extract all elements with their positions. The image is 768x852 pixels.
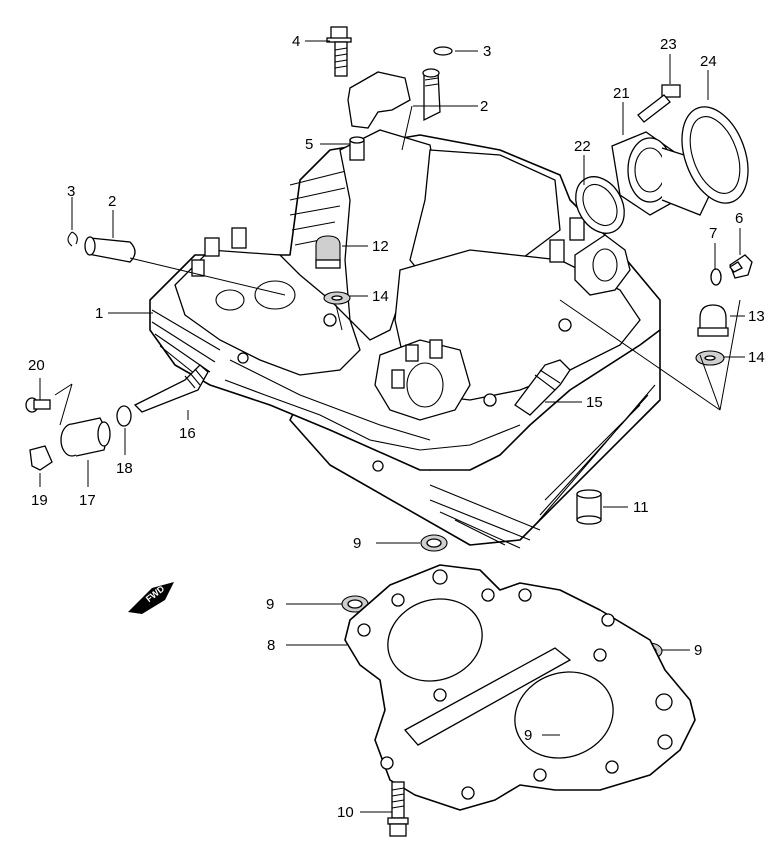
cap-nut-13 [697, 304, 729, 337]
cap-nut-12 [315, 235, 341, 269]
callout-9-c: 9 [694, 642, 702, 659]
callout-5: 5 [305, 136, 313, 153]
callout-14-right: 14 [748, 349, 765, 366]
tach-gear-16 [133, 364, 209, 413]
bolt-4 [326, 26, 352, 77]
screw-20 [25, 397, 51, 413]
callout-17: 17 [79, 492, 96, 509]
callout-10: 10 [337, 804, 354, 821]
clip-3-top [433, 46, 453, 56]
callout-11: 11 [633, 499, 649, 516]
callout-15: 15 [586, 394, 603, 411]
callout-24: 24 [700, 53, 717, 70]
o-ring-18 [116, 405, 132, 427]
callout-22: 22 [574, 138, 591, 155]
plug-19 [29, 445, 53, 471]
callout-8: 8 [267, 637, 275, 654]
callout-2-left: 2 [108, 193, 116, 210]
callout-16: 16 [179, 425, 196, 442]
leader-lines [39, 40, 745, 813]
callout-21: 21 [613, 85, 630, 102]
callout-18: 18 [116, 460, 133, 477]
callout-20: 20 [28, 357, 45, 374]
callout-3-top: 3 [483, 43, 491, 60]
clip-3-left [67, 231, 78, 247]
callout-2-top: 2 [480, 98, 488, 115]
cylinder-head [149, 129, 661, 549]
callout-12: 12 [372, 238, 389, 255]
callout-6: 6 [735, 210, 743, 227]
rocker-bracket [347, 71, 411, 129]
callout-4: 4 [292, 33, 300, 50]
dowel-11 [576, 489, 602, 525]
gasket-22 [575, 176, 625, 234]
valve-guide-2-top [422, 68, 441, 122]
bolt-10 [387, 781, 409, 837]
callout-13: 13 [748, 308, 765, 325]
callout-14-left: 14 [372, 288, 389, 305]
callout-9-b: 9 [266, 596, 274, 613]
callout-19: 19 [31, 492, 48, 509]
dowel-5 [349, 136, 365, 161]
intake-pipe-21 [611, 131, 713, 216]
callout-9-a: 9 [353, 535, 361, 552]
bolt-6 [729, 254, 753, 279]
fwd-direction-arrow: FWD [128, 582, 174, 614]
callout-7: 7 [709, 225, 717, 242]
callout-labels: 1 2 2 3 3 4 5 6 7 8 9 9 9 9 10 11 12 13 … [28, 33, 765, 821]
clamp-24 [681, 106, 749, 204]
screw-23 [637, 84, 681, 123]
head-gasket-8 [344, 564, 696, 811]
callout-23: 23 [660, 36, 677, 53]
washer-7 [710, 268, 722, 286]
callout-3-left: 3 [67, 183, 75, 200]
callout-1: 1 [95, 305, 103, 322]
callout-9-d: 9 [524, 727, 532, 744]
spark-plug-15 [514, 359, 571, 416]
tach-housing-17 [60, 417, 111, 457]
valve-guide-2-left [84, 236, 136, 263]
